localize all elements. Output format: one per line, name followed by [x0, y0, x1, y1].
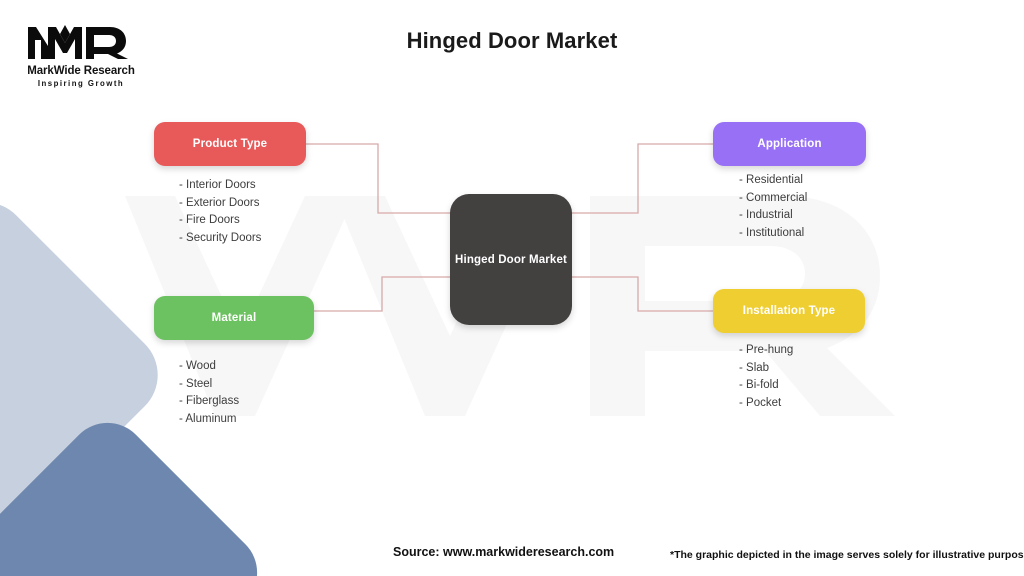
branch-label-product-type: Product Type: [192, 138, 268, 150]
list-item: - Institutional: [739, 226, 805, 239]
list-item: - Pocket: [739, 396, 782, 409]
branch-label-application: Application: [757, 138, 822, 150]
source-note: Source: www.markwideresearch.com: [393, 545, 615, 559]
brand-name: MarkWide Research: [27, 65, 135, 77]
branch-node-material[interactable]: Material: [154, 296, 314, 340]
page-title: Hinged Door Market: [406, 28, 618, 53]
disclaimer-note: *The graphic depicted in the image serve…: [670, 549, 1024, 561]
branch-node-application[interactable]: Application: [713, 122, 866, 166]
list-item: - Interior Doors: [179, 179, 256, 191]
branch-node-installation-type[interactable]: Installation Type: [713, 289, 865, 333]
brand-tagline: Inspiring Growth: [37, 79, 125, 88]
list-item: - Industrial: [739, 209, 793, 221]
list-item: - Steel: [179, 377, 213, 390]
list-item: - Wood: [179, 360, 216, 372]
list-item: - Security Doors: [179, 231, 262, 244]
branch-items-material: - Wood - Steel - Fiberglass - Aluminum: [179, 358, 239, 428]
list-item: - Fire Doors: [179, 214, 240, 226]
list-item: - Aluminum: [179, 412, 237, 425]
list-item: - Slab: [739, 361, 770, 374]
list-item: - Exterior Doors: [179, 196, 260, 209]
list-item: - Pre-hung: [739, 344, 794, 356]
branch-label-installation-type: Installation Type: [742, 305, 836, 317]
brand-logo: MarkWide Research Inspiring Growth: [18, 22, 144, 88]
branch-items-installation-type: - Pre-hung - Slab - Bi-fold - Pocket: [739, 342, 793, 412]
branch-node-product-type[interactable]: Product Type: [154, 122, 306, 166]
list-item: - Bi-fold: [739, 379, 779, 391]
center-node-hinged-door-market[interactable]: Hinged Door Market: [450, 194, 572, 325]
list-item: - Commercial: [739, 191, 808, 204]
list-item: - Residential: [739, 174, 803, 186]
list-item: - Fiberglass: [179, 395, 240, 407]
mwr-monogram-icon: [28, 25, 128, 59]
center-node-label: Hinged Door Market: [455, 253, 567, 266]
branch-items-product-type: - Interior Doors - Exterior Doors - Fire…: [179, 177, 261, 247]
branch-items-application: - Residential - Commercial - Industrial …: [739, 172, 807, 242]
branch-label-material: Material: [211, 312, 257, 324]
